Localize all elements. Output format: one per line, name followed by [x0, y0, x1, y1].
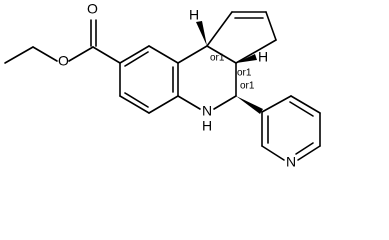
bond-benz-inner-1 [124, 51, 149, 67]
bond-ch3-ch2 [4, 46, 34, 64]
piperidine-ring [177, 45, 237, 110]
pyridine-ring [261, 95, 321, 161]
stereo-wedges [196, 21, 263, 114]
bond-c9b-c3a [177, 45, 208, 64]
wedge-h-top [196, 21, 207, 46]
bond-benz-5 [119, 95, 150, 114]
bond-pyr-2 [290, 95, 321, 114]
stereo-label-2: or1 [237, 68, 252, 79]
bond-pyr-1 [261, 95, 292, 113]
atom-o-carbonyl: O [87, 1, 98, 17]
bond-pyr-inner-1 [289, 101, 314, 117]
atom-o-ester: O [58, 53, 69, 69]
wedge-h-right [236, 54, 257, 63]
bond-carbonyl-to-ring [92, 46, 121, 64]
bond-ch2-o [32, 46, 58, 62]
bond-benz-2 [148, 45, 179, 64]
bond-pyr-5 [261, 145, 285, 161]
cyclopentene-ring [206, 11, 277, 64]
atom-n-pyridine: N [286, 154, 296, 170]
atom-h-stereo-right: H [258, 49, 268, 65]
atom-h-amine: H [202, 118, 212, 134]
bond-c3a-c4 [206, 45, 237, 64]
molecule-structure: O O N H N H H or1 or1 or1 [4, 1, 321, 170]
atom-h-stereo-top: H [189, 7, 199, 23]
stereo-label-3: or1 [240, 81, 255, 92]
bond-n-c-ar [177, 95, 201, 110]
bond-benz-inner-3 [124, 92, 149, 108]
bond-cp-4 [235, 39, 277, 64]
bond-pyr-4 [297, 145, 321, 161]
bond-benz-1 [119, 45, 150, 64]
atom-n-amine: N [202, 103, 212, 119]
bond-cp-3 [265, 11, 277, 41]
bond-o-carbonyl-c [68, 46, 94, 62]
bond-pyr-inner-2 [295, 142, 314, 155]
wedge-pyridyl [236, 96, 263, 114]
bond-cp-1 [206, 11, 233, 47]
bond-c5-n [213, 95, 237, 110]
bond-benz-4 [148, 95, 179, 114]
stereo-label-1: or1 [210, 53, 225, 64]
ethyl-ester-group [4, 19, 121, 64]
benzene-ring [119, 45, 179, 114]
